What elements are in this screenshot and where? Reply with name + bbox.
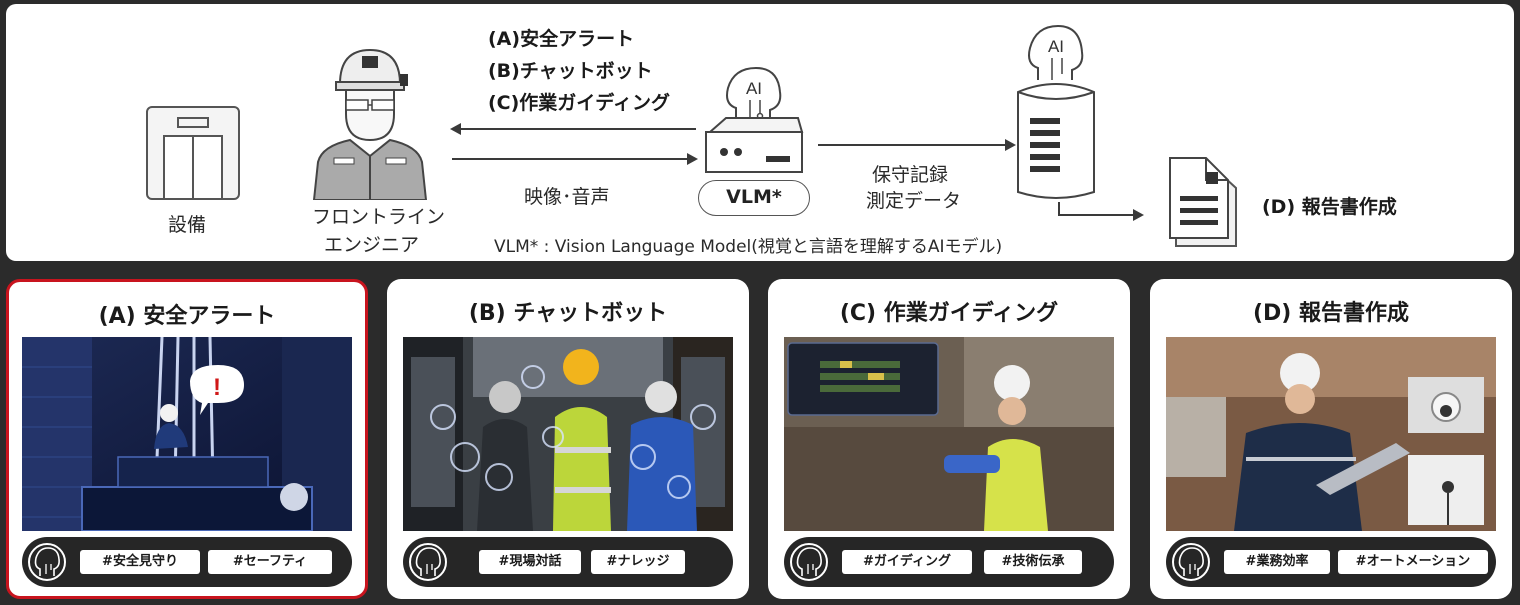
input-label: 映像･音声 [524,186,610,208]
ai-badge-icon [27,542,67,582]
card-title: (C) 作業ガイディング [839,301,1059,326]
alert-mark: ! [213,374,221,401]
tag-bar: #安全見守り #セーフティ [22,537,352,587]
tag-skill-transfer[interactable]: #技術伝承 [984,550,1082,574]
tag-guiding[interactable]: #ガイディング [842,550,972,574]
records-arrow [818,139,1016,151]
report-document-icon [1169,157,1237,247]
engineer-label-line1: フロントライン [312,206,446,228]
equipment-label: 設備 [168,214,207,236]
tag-safety[interactable]: #セーフティ [208,550,332,574]
ai-badge-icon [408,542,448,582]
report-arrow [1058,209,1144,221]
vlm-footnote: VLM* : Vision Language Model(視覚と言語を理解するA… [494,237,1003,257]
tag-knowledge[interactable]: #ナレッジ [591,550,685,574]
card-title: (D) 報告書作成 [1252,301,1410,326]
card-safety-alert[interactable]: (A) 安全アラート [6,279,368,599]
server-icon [1017,83,1095,199]
photo-engineer-laptop [1166,337,1496,531]
records-label-line2: 測定データ [866,190,962,212]
records-label-line1: 保守記録 [872,164,949,186]
card-chatbot[interactable]: (B) チャットボット #現場対話 #ナ [387,279,749,599]
engineer-icon [312,48,428,200]
output-label-a: (A)安全アラート [488,28,635,50]
tag-automation[interactable]: #オートメーション [1338,550,1488,574]
tag-bar: #業務効率 #オートメーション [1166,537,1496,587]
tag-bar: #現場対話 #ナレッジ [403,537,733,587]
card-title: (B) チャットボット [468,301,668,326]
report-arrow-vertical [1058,202,1060,216]
elevator-icon [146,106,240,200]
output-label-c: (C)作業ガイディング [488,92,670,114]
server-ai-text: AI [1048,37,1064,56]
ai-badge-icon [1171,542,1211,582]
card-title: (A) 安全アラート [98,304,276,329]
output-arrow [450,123,696,135]
photo-server-room-workers [403,337,733,531]
ai-badge-icon [789,542,829,582]
workflow-diagram: 設備 フロントライン エンジニア (A)安全アラート (B)チャットボット (C… [6,4,1514,261]
tag-work-efficiency[interactable]: #業務効率 [1224,550,1330,574]
card-report-creation[interactable]: (D) 報告書作成 #業務効率 #オートメーション [1150,279,1512,599]
device-ai-text: AI [746,79,762,98]
vlm-device-icon [705,117,804,173]
vlm-label: VLM* [698,180,810,216]
server-ai-head-icon: AI [1028,24,1084,80]
tag-bar: #ガイディング #技術伝承 [784,537,1114,587]
report-label: (D) 報告書作成 [1262,196,1397,218]
tag-safety-watch[interactable]: #安全見守り [80,550,200,574]
card-work-guiding[interactable]: (C) 作業ガイディング #ガイディング #技術伝承 [768,279,1130,599]
tag-field-dialogue[interactable]: #現場対話 [479,550,581,574]
output-label-b: (B)チャットボット [488,60,653,82]
photo-worker-guidance [784,337,1114,531]
engineer-label-line2: エンジニア [324,234,420,256]
photo-elevator-shaft: ! [22,337,352,531]
input-arrow [452,153,698,165]
